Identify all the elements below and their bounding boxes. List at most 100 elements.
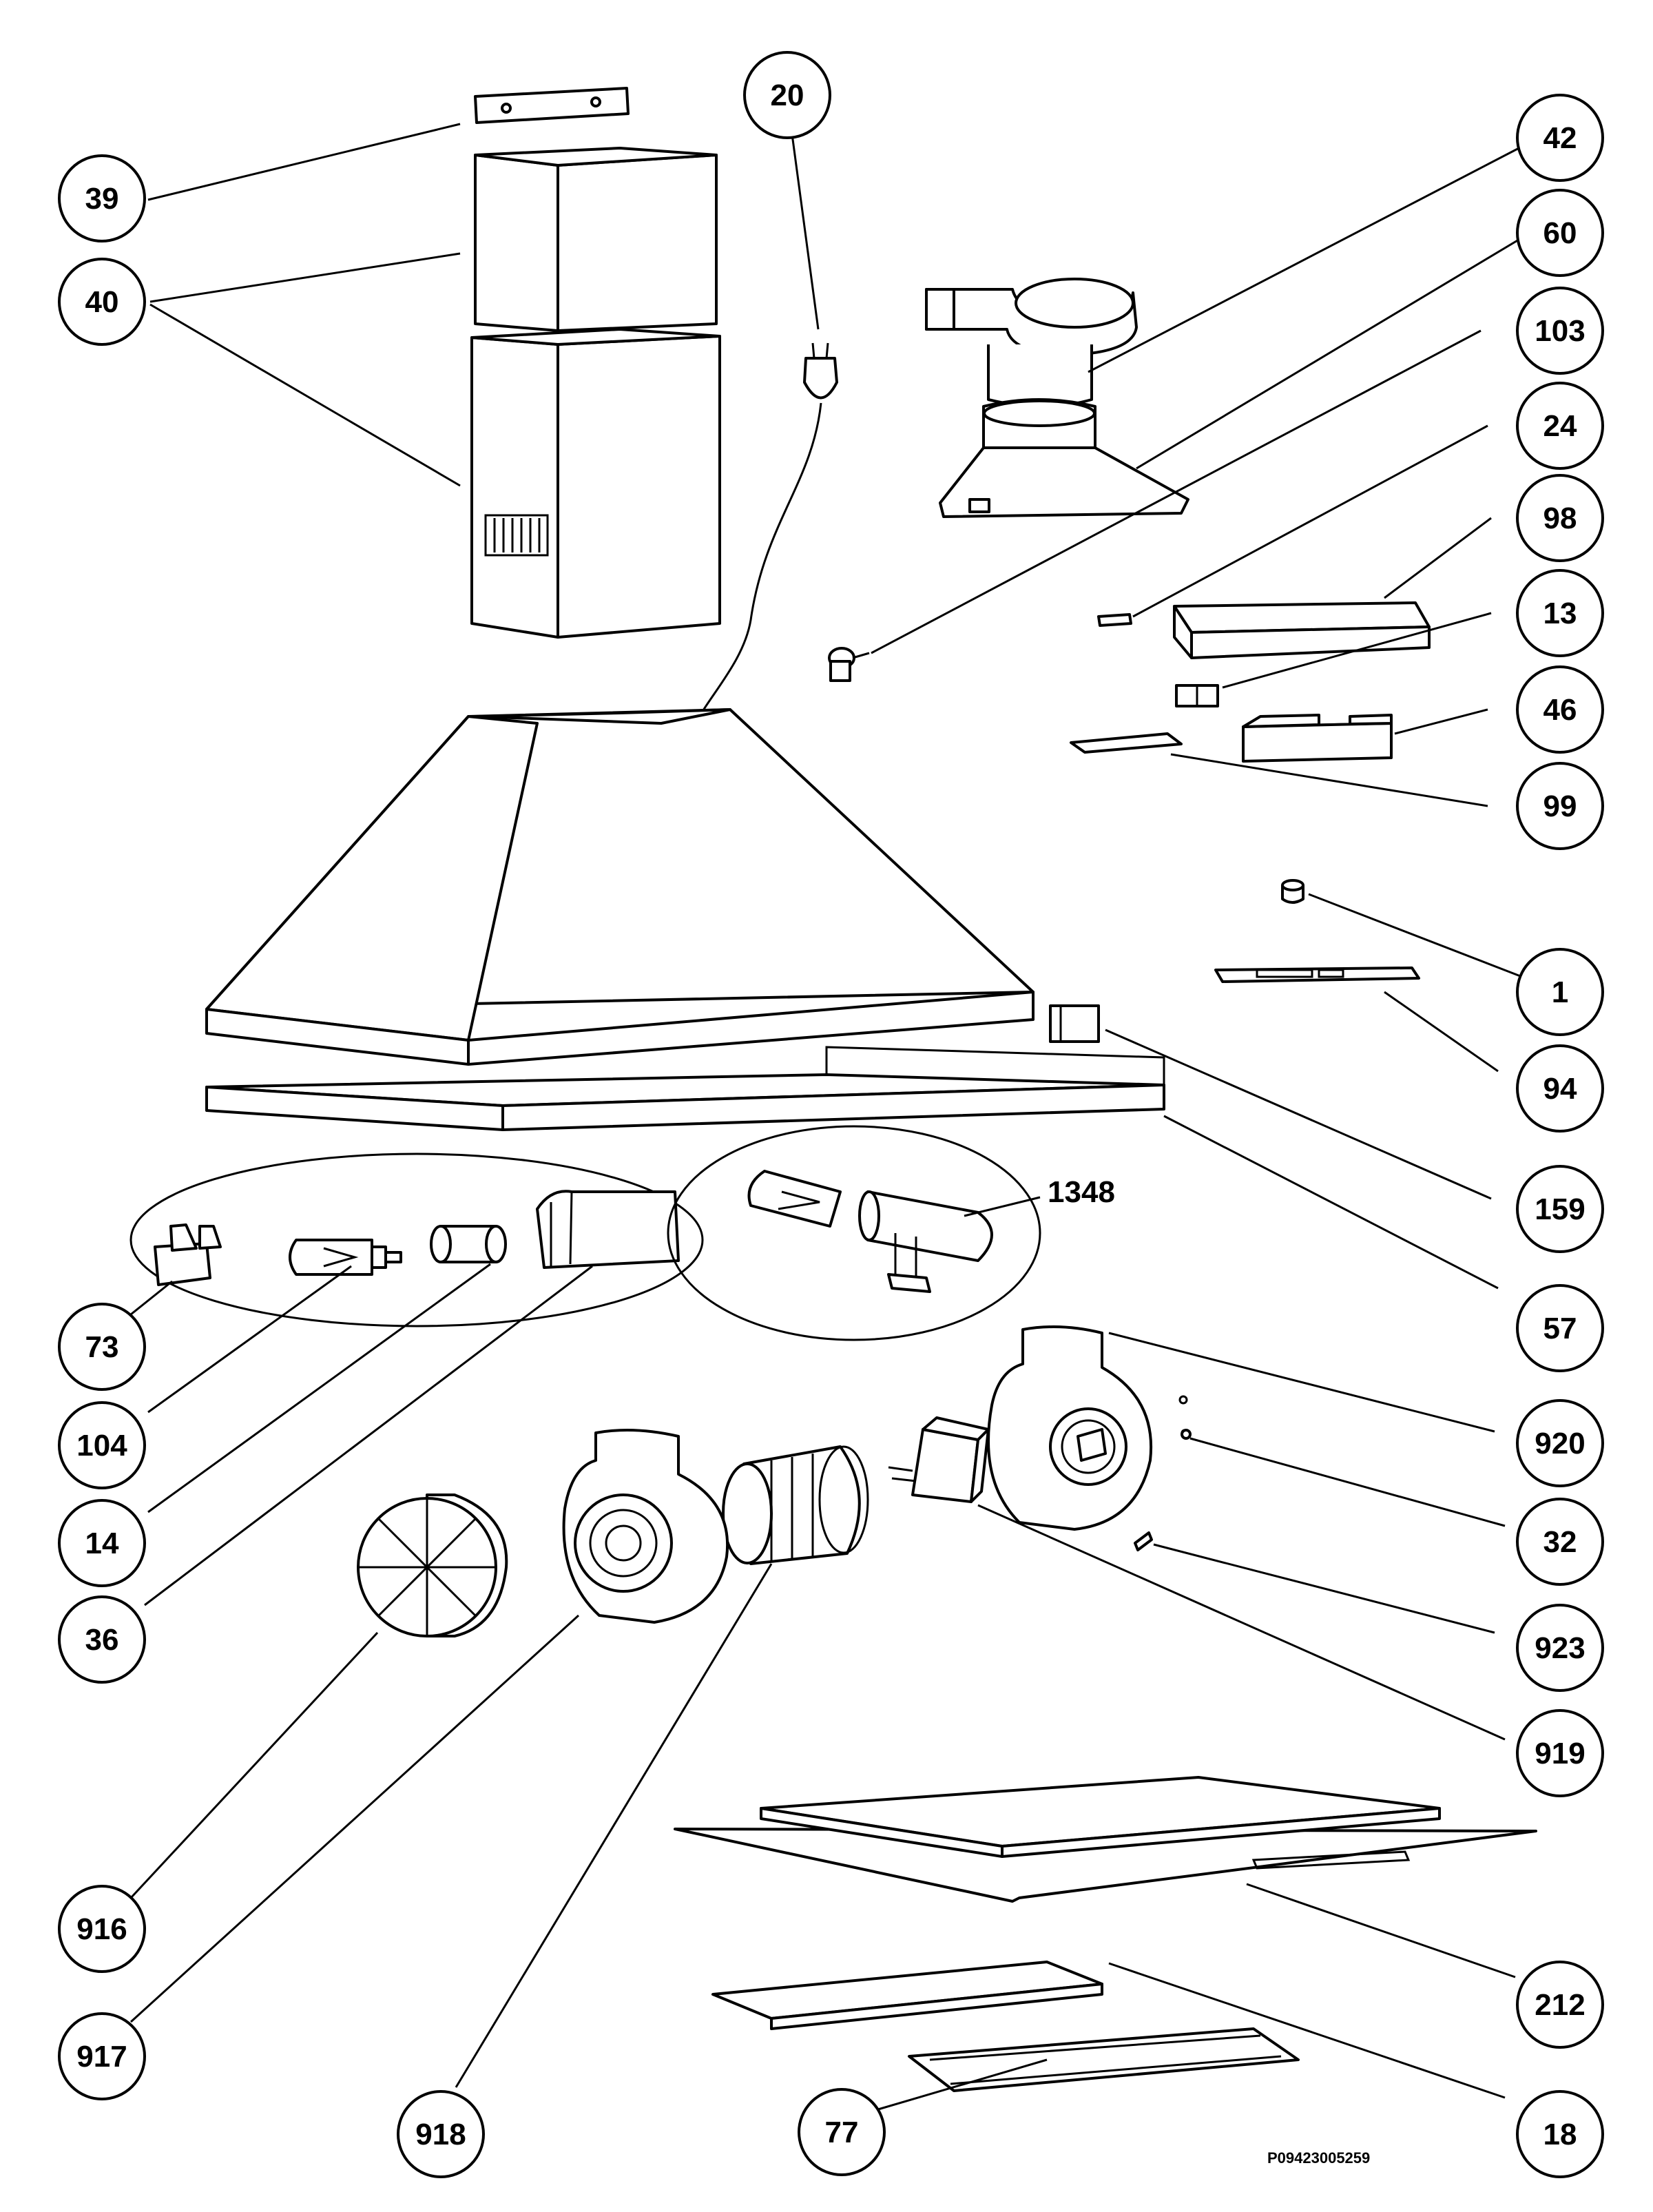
part-spring-clip bbox=[1134, 1531, 1153, 1551]
svg-text:212: 212 bbox=[1535, 1988, 1585, 2022]
svg-text:36: 36 bbox=[85, 1623, 119, 1657]
callout-14: 14 bbox=[58, 1499, 146, 1587]
callout-98: 98 bbox=[1516, 474, 1604, 562]
callout-159: 159 bbox=[1516, 1165, 1604, 1253]
leader-57 bbox=[1163, 1115, 1499, 1290]
callout-920: 920 bbox=[1516, 1399, 1604, 1487]
callout-bubbles: 20 39 40 42 60 103 24 98 13 46 99 1 94 1… bbox=[58, 51, 1604, 2178]
svg-text:20: 20 bbox=[771, 79, 804, 112]
part-blower-housing bbox=[987, 1325, 1189, 1531]
leader-98 bbox=[1384, 517, 1492, 599]
svg-text:73: 73 bbox=[85, 1330, 119, 1364]
leader-24 bbox=[1132, 424, 1488, 618]
svg-text:920: 920 bbox=[1535, 1427, 1585, 1460]
accessory-group-outline bbox=[129, 1152, 704, 1327]
vent-slots bbox=[484, 514, 549, 557]
svg-text:103: 103 bbox=[1535, 314, 1585, 348]
leader-920 bbox=[1108, 1332, 1495, 1433]
part-grease-filter bbox=[711, 1961, 1103, 2030]
part-mounting-clip bbox=[154, 1223, 222, 1286]
svg-text:1348: 1348 bbox=[1048, 1175, 1115, 1209]
svg-text:94: 94 bbox=[1543, 1072, 1577, 1106]
part-housing-box bbox=[1173, 601, 1431, 659]
leader-103 bbox=[871, 329, 1482, 654]
leader-40-a bbox=[149, 252, 461, 303]
part-hood-frame bbox=[205, 1046, 1165, 1131]
leader-13 bbox=[1222, 612, 1492, 689]
leader-46 bbox=[1394, 708, 1488, 735]
callout-918: 918 bbox=[397, 2090, 485, 2178]
svg-text:916: 916 bbox=[76, 1912, 127, 1946]
part-control-panel bbox=[1214, 967, 1420, 983]
callout-94: 94 bbox=[1516, 1044, 1604, 1133]
part-bottom-panel bbox=[674, 1776, 1537, 1903]
part-valve bbox=[828, 647, 870, 682]
part-screw bbox=[1181, 1429, 1192, 1440]
part-duct-adapter bbox=[925, 278, 1138, 408]
callout-20: 20 bbox=[743, 51, 831, 139]
part-fan-wheel bbox=[722, 1445, 869, 1565]
callout-46: 46 bbox=[1516, 665, 1604, 754]
part-hood-canopy bbox=[205, 708, 1035, 1066]
svg-text:99: 99 bbox=[1543, 789, 1577, 823]
part-upper-chimney bbox=[474, 147, 718, 332]
part-switch-housing bbox=[1242, 714, 1393, 763]
part-damper-disc bbox=[357, 1493, 508, 1637]
svg-text:39: 39 bbox=[85, 182, 119, 216]
callout-104: 104 bbox=[58, 1401, 146, 1489]
leader-1348 bbox=[964, 1196, 1041, 1217]
callout-57: 57 bbox=[1516, 1284, 1604, 1372]
leader-60 bbox=[1136, 236, 1523, 470]
svg-text:98: 98 bbox=[1543, 502, 1577, 535]
callout-923: 923 bbox=[1516, 1604, 1604, 1692]
leader-918 bbox=[455, 1563, 773, 2088]
callout-32: 32 bbox=[1516, 1498, 1604, 1586]
part-transformer bbox=[1049, 1004, 1100, 1043]
part-flat-plate bbox=[1070, 732, 1183, 754]
callout-103: 103 bbox=[1516, 287, 1604, 375]
drawing-code: P09423005259 bbox=[1267, 2149, 1370, 2167]
leader-18 bbox=[1108, 1962, 1506, 2099]
leader-916 bbox=[129, 1631, 379, 1899]
leader-40-b bbox=[149, 303, 461, 487]
leader-94 bbox=[1384, 991, 1499, 1073]
svg-text:42: 42 bbox=[1543, 121, 1577, 155]
callout-36: 36 bbox=[58, 1595, 146, 1684]
svg-text:923: 923 bbox=[1535, 1631, 1585, 1665]
svg-text:60: 60 bbox=[1543, 216, 1577, 250]
leader-917 bbox=[129, 1614, 580, 2023]
leader-14 bbox=[147, 1263, 491, 1513]
callout-99: 99 bbox=[1516, 762, 1604, 850]
leader-212 bbox=[1246, 1883, 1516, 1978]
part-clip bbox=[1097, 613, 1132, 627]
lamp-group-outline bbox=[667, 1125, 1041, 1341]
callout-77: 77 bbox=[798, 2088, 886, 2176]
svg-text:77: 77 bbox=[825, 2116, 859, 2149]
leader-923 bbox=[1153, 1543, 1495, 1634]
svg-text:46: 46 bbox=[1543, 693, 1577, 727]
callout-39: 39 bbox=[58, 154, 146, 242]
svg-text:57: 57 bbox=[1543, 1312, 1577, 1345]
leader-99 bbox=[1170, 753, 1488, 807]
callout-42: 42 bbox=[1516, 94, 1604, 182]
leader-77 bbox=[877, 2058, 1048, 2111]
part-lower-chimney bbox=[470, 328, 721, 639]
svg-text:918: 918 bbox=[415, 2118, 466, 2151]
leader-159 bbox=[1105, 1029, 1492, 1200]
svg-text:18: 18 bbox=[1543, 2118, 1577, 2151]
callout-13: 13 bbox=[1516, 569, 1604, 657]
svg-text:14: 14 bbox=[85, 1527, 119, 1560]
part-light-bulb bbox=[430, 1225, 507, 1263]
svg-text:13: 13 bbox=[1543, 597, 1577, 630]
leader-42 bbox=[1088, 143, 1526, 373]
leader-32 bbox=[1189, 1437, 1506, 1527]
callout-60: 60 bbox=[1516, 189, 1604, 277]
callout-212: 212 bbox=[1516, 1961, 1604, 2049]
part-lamp-assembly bbox=[747, 1170, 993, 1293]
leader-lines bbox=[129, 123, 1526, 2111]
leader-73 bbox=[130, 1280, 173, 1316]
callout-24: 24 bbox=[1516, 382, 1604, 470]
callout-40: 40 bbox=[58, 258, 146, 346]
